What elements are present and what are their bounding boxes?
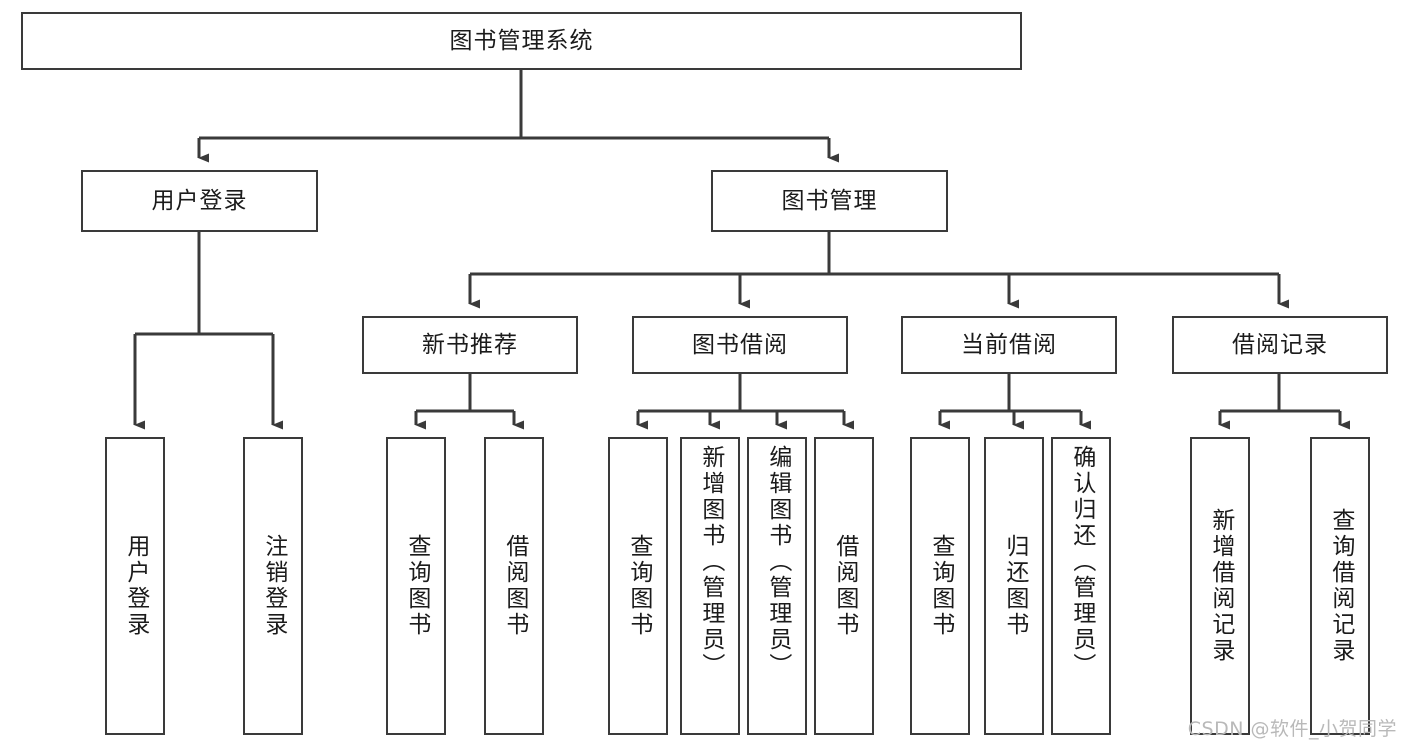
node-root[interactable]: 图书管理系统	[21, 12, 1022, 70]
node-leaf-return-book-label: 归还图书	[1001, 534, 1028, 638]
node-leaf-user-login[interactable]: 用户登录	[105, 437, 165, 735]
node-current-borrow[interactable]: 当前借阅	[901, 316, 1117, 374]
node-leaf-query-book-1-label: 查询图书	[403, 534, 430, 638]
watermark-text: CSDN @软件_小贺同学	[1187, 718, 1397, 740]
node-leaf-query-book-2-label: 查询图书	[625, 534, 652, 638]
node-borrow-record[interactable]: 借阅记录	[1172, 316, 1388, 374]
node-leaf-user-logout-label: 注销登录	[260, 534, 287, 638]
node-leaf-add-borrow-record-label: 新增借阅记录	[1207, 508, 1234, 664]
node-new-book-recommend-label: 新书推荐	[422, 331, 518, 358]
node-leaf-user-login-label: 用户登录	[122, 534, 149, 638]
node-leaf-query-borrow-record[interactable]: 查询借阅记录	[1310, 437, 1370, 735]
node-book-borrow[interactable]: 图书借阅	[632, 316, 848, 374]
node-leaf-query-borrow-record-label: 查询借阅记录	[1327, 508, 1354, 664]
node-book-borrow-label: 图书借阅	[692, 331, 788, 358]
node-leaf-borrow-book-2[interactable]: 借阅图书	[814, 437, 874, 735]
node-book-manage-label: 图书管理	[781, 187, 878, 214]
node-leaf-return-book[interactable]: 归还图书	[984, 437, 1044, 735]
node-current-borrow-label: 当前借阅	[961, 331, 1057, 358]
node-leaf-edit-book-admin[interactable]: 编辑图书（管理员）	[747, 437, 807, 735]
node-borrow-record-label: 借阅记录	[1232, 331, 1328, 358]
node-leaf-add-book-admin-label: 新增图书（管理员）	[697, 445, 724, 679]
node-leaf-confirm-return-admin[interactable]: 确认归还（管理员）	[1051, 437, 1111, 735]
node-leaf-confirm-return-admin-label: 确认归还（管理员）	[1068, 445, 1095, 679]
node-book-manage[interactable]: 图书管理	[711, 170, 948, 232]
node-leaf-query-book-3[interactable]: 查询图书	[910, 437, 970, 735]
node-user-login[interactable]: 用户登录	[81, 170, 318, 232]
node-leaf-borrow-book-1-label: 借阅图书	[501, 534, 528, 638]
node-user-login-label: 用户登录	[151, 187, 248, 214]
node-leaf-borrow-book-2-label: 借阅图书	[831, 534, 858, 638]
node-leaf-add-borrow-record[interactable]: 新增借阅记录	[1190, 437, 1250, 735]
node-leaf-query-book-1[interactable]: 查询图书	[386, 437, 446, 735]
node-leaf-add-book-admin[interactable]: 新增图书（管理员）	[680, 437, 740, 735]
node-new-book-recommend[interactable]: 新书推荐	[362, 316, 578, 374]
node-leaf-borrow-book-1[interactable]: 借阅图书	[484, 437, 544, 735]
node-leaf-user-logout[interactable]: 注销登录	[243, 437, 303, 735]
node-leaf-query-book-3-label: 查询图书	[927, 534, 954, 638]
node-root-label: 图书管理系统	[449, 27, 594, 54]
node-leaf-query-book-2[interactable]: 查询图书	[608, 437, 668, 735]
node-leaf-edit-book-admin-label: 编辑图书（管理员）	[764, 445, 791, 679]
